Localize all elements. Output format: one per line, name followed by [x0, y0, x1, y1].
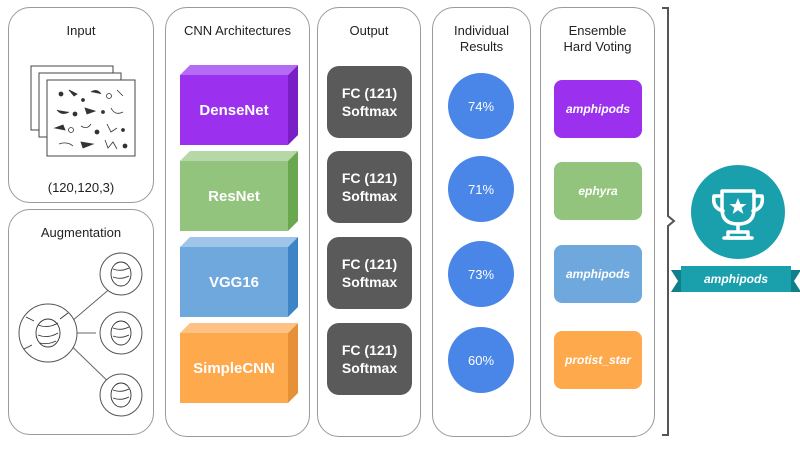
vote-prediction-densenet: amphipods [554, 80, 642, 138]
output-layer-1-fc: FC (121) [341, 85, 398, 101]
output-layer-3-softmax: Softmax [341, 274, 398, 290]
output-layer-3-fc: FC (121) [341, 256, 398, 272]
trophy-icon [691, 165, 785, 259]
input-title: Input [66, 23, 96, 38]
resnet-block-shape [180, 151, 298, 231]
cnn-architectures-title: CNN Architectures [184, 23, 291, 38]
model-label-vgg16: VGG16 [208, 273, 260, 291]
accuracy-circle-resnet: 71% [448, 156, 514, 222]
model-label-simplecnn: SimpleCNN [193, 359, 275, 377]
individual-results-title-line1: Individual [454, 23, 509, 38]
input-shape-label: (120,120,3) [47, 180, 115, 195]
output-layer-1-softmax: Softmax [341, 103, 398, 119]
grouping-brace [662, 7, 676, 436]
model-box-resnet: ResNet [180, 151, 300, 231]
vote-prediction-simplecnn: protist_star [554, 331, 642, 389]
individual-results-title-line2: Results [459, 39, 504, 54]
ensemble-voting-title-line2: Hard Voting [563, 39, 632, 54]
accuracy-circle-densenet: 74% [448, 73, 514, 139]
model-label-densenet: DenseNet [199, 101, 269, 119]
winner-ribbon [671, 266, 800, 292]
accuracy-circle-vgg16: 73% [448, 241, 514, 307]
output-layer-2: FC (121) Softmax [327, 151, 412, 223]
winner-label: amphipods [703, 272, 768, 286]
output-layer-2-fc: FC (121) [341, 170, 398, 186]
output-layer-4: FC (121) Softmax [327, 323, 412, 395]
output-title: Output [349, 23, 389, 38]
accuracy-circle-simplecnn: 60% [448, 327, 514, 393]
output-layer-2-softmax: Softmax [341, 188, 398, 204]
input-panel: Input (120,120,3) [8, 7, 154, 203]
output-layer-1: FC (121) Softmax [327, 66, 412, 138]
augmentation-panel: Augmentation [8, 209, 154, 435]
output-layer-3: FC (121) Softmax [327, 237, 412, 309]
vgg16-block-shape [180, 237, 298, 317]
vote-prediction-vgg16: amphipods [554, 245, 642, 303]
vote-prediction-resnet: ephyra [554, 162, 642, 220]
augmentation-title: Augmentation [40, 225, 122, 240]
input-images-stack [30, 65, 136, 157]
model-box-densenet: DenseNet [180, 65, 300, 145]
model-box-vgg16: VGG16 [180, 237, 300, 317]
simplecnn-block-shape [180, 323, 298, 403]
densenet-block-shape [180, 65, 298, 145]
ensemble-voting-title-line1: Ensemble [568, 23, 627, 38]
model-box-simplecnn: SimpleCNN [180, 323, 300, 403]
output-layer-4-fc: FC (121) [341, 342, 398, 358]
model-label-resnet: ResNet [208, 187, 260, 205]
output-layer-4-softmax: Softmax [341, 360, 398, 376]
augmentation-diagram [18, 252, 143, 417]
